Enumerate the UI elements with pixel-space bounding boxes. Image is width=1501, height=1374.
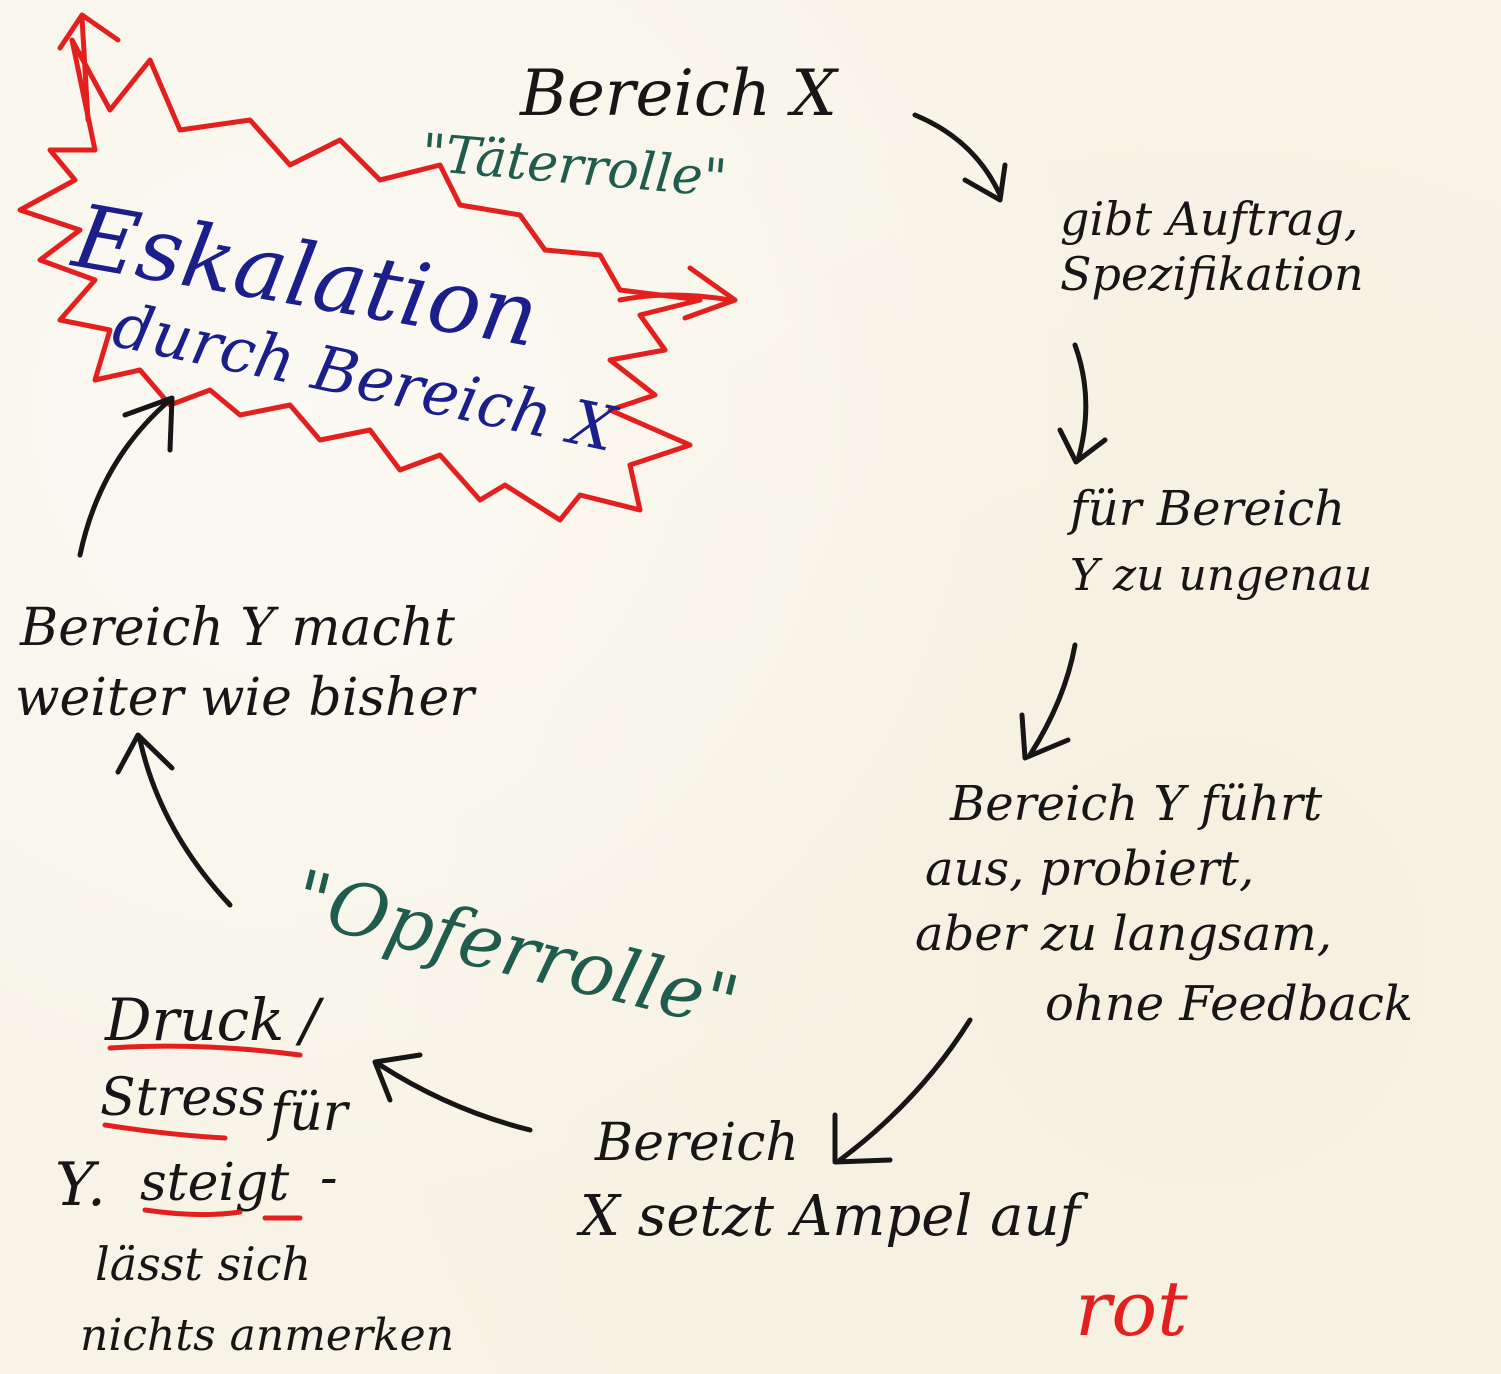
start-node-text: Bereich X xyxy=(519,57,839,131)
arrow-execute-to-signal xyxy=(837,1017,973,1163)
explosion-outline xyxy=(17,37,703,523)
stress-word: Stress xyxy=(100,1068,266,1128)
arrow-assignment-to-vague xyxy=(1072,342,1089,463)
signal-node-red-word: rot xyxy=(1075,1264,1188,1353)
continue-node-line1: Bereich Y macht xyxy=(19,598,455,658)
explosion-arrow-right xyxy=(617,292,733,303)
arrowhead-continue-to-escalation xyxy=(122,395,175,453)
pressure-word: Druck xyxy=(104,986,284,1054)
perpetrator-role-label: "Täterrolle" xyxy=(419,123,729,209)
arrowhead-vague-to-execute xyxy=(1019,712,1071,761)
helpless-line1: lässt sich xyxy=(95,1237,311,1291)
explosion-arrowhead-top xyxy=(57,12,121,51)
execute-node-line4: ohne Feedback xyxy=(1045,976,1413,1032)
arrowhead-signal-to-pressure xyxy=(372,1052,423,1103)
arrow-start-to-assignment xyxy=(912,112,1003,198)
arrow-pressure-to-continue xyxy=(137,737,233,908)
arrowhead-pressure-to-continue xyxy=(115,732,175,775)
execute-node-line1: Bereich Y führt xyxy=(949,776,1323,832)
arrowhead-start-to-assignment xyxy=(962,162,1008,203)
assignment-node-line1: gibt Auftrag, xyxy=(1060,192,1359,246)
continue-node-line2: weiter wie bisher xyxy=(15,668,477,728)
explosion-arrow-top xyxy=(79,15,91,123)
pressure-separator: / xyxy=(295,986,325,1054)
signal-node-line2: X setzt Ampel auf xyxy=(576,1184,1090,1249)
helpless-line2: nichts anmerken xyxy=(80,1310,454,1361)
explosion-arrowhead-right xyxy=(682,265,738,321)
rises-underline xyxy=(142,1207,243,1218)
assignment-node-line2: Spezifikation xyxy=(1060,247,1364,301)
execute-node-line3: aber zu langsam, xyxy=(915,906,1332,962)
execute-node-line2: aus, probiert, xyxy=(925,841,1254,897)
arrow-signal-to-pressure xyxy=(377,1062,533,1133)
arrow-continue-to-escalation xyxy=(77,397,173,558)
arrow-vague-to-execute xyxy=(1027,642,1078,758)
stress-rest: für xyxy=(266,1083,351,1143)
pressure-underline xyxy=(107,1043,303,1058)
rises-dash: - xyxy=(320,1148,338,1208)
rises-prefix: Y. xyxy=(55,1150,106,1220)
stress-underline xyxy=(102,1122,228,1141)
arrowhead-execute-to-signal xyxy=(832,1112,893,1165)
victim-role-label: "Opferrolle" xyxy=(286,854,747,1047)
vague-node-line2: Y zu ungenau xyxy=(1070,550,1372,601)
signal-node-line1: Bereich xyxy=(594,1113,799,1173)
vague-node-line1: für Bereich xyxy=(1067,481,1345,537)
rises-word: steigt xyxy=(140,1153,289,1213)
arrowhead-assignment-to-vague xyxy=(1057,427,1108,465)
